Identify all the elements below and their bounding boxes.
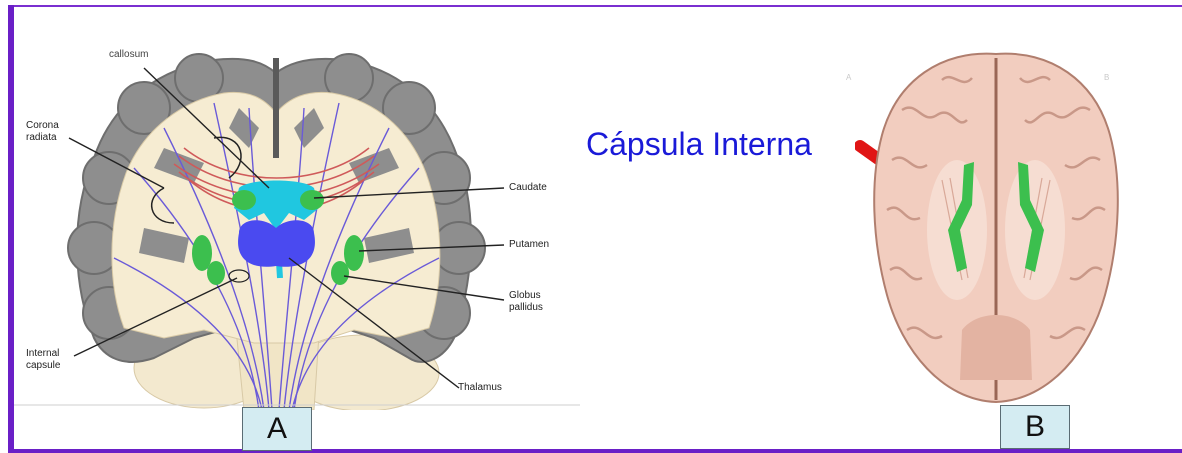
label-globus-pallidus: Globus pallidus [509, 290, 543, 314]
label-putamen: Putamen [509, 239, 549, 251]
label-thalamus: Thalamus [458, 382, 502, 394]
slide-border-top [8, 5, 1182, 7]
corner-mark-right: B [1104, 73, 1109, 82]
label-corona-radiata: Corona radiata [26, 120, 59, 144]
diagram-b-axial-section: A B [842, 40, 1150, 410]
diagram-a-coronal-section: callosum Corona radiata Caudate Putamen … [14, 38, 580, 410]
corner-mark-left: A [846, 73, 852, 82]
occipital-region [960, 315, 1032, 380]
label-internal-capsule: Internal capsule [26, 348, 60, 372]
caudate-right [300, 190, 324, 210]
caudate-left [232, 190, 256, 210]
axial-brain-illustration: A B [842, 40, 1150, 410]
label-caudate: Caudate [509, 182, 547, 194]
tag-b: B [1000, 405, 1070, 449]
slide-border-bottom [8, 449, 1182, 453]
label-callosum: callosum [109, 49, 148, 61]
title-capsula-interna: Cápsula Interna [586, 126, 812, 163]
coronal-brain-illustration [14, 38, 580, 410]
tag-a: A [242, 407, 312, 451]
